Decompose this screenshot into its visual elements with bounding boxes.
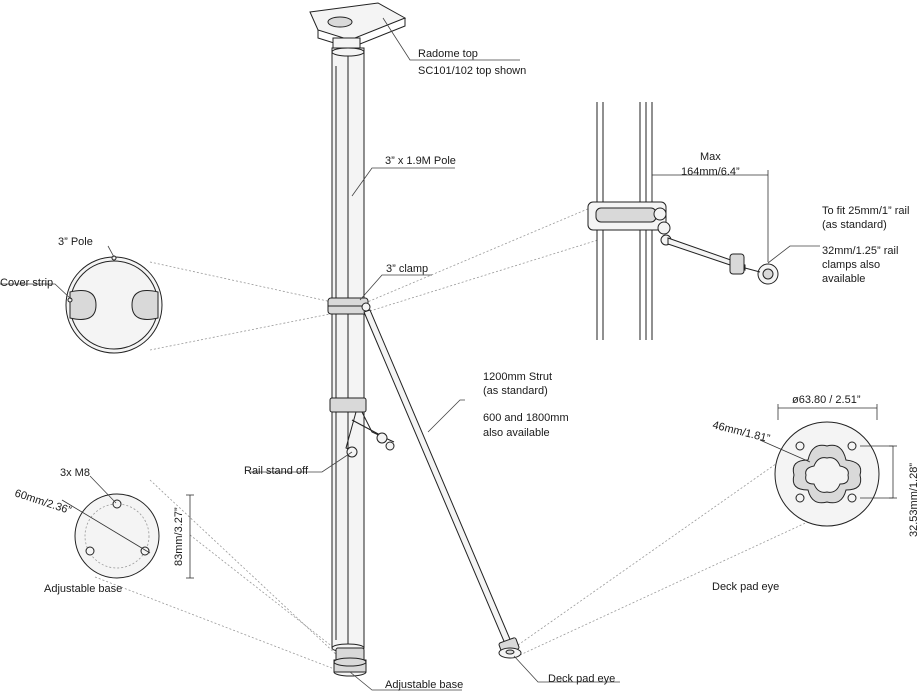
label-pad-height: 32.53mm/1.28”	[908, 463, 920, 537]
label-rail-fit-1: To fit 25mm/1” rail	[822, 205, 909, 217]
adjustable-base-pole	[333, 647, 367, 677]
deck-pad-eye-detail	[774, 421, 880, 527]
label-m8: 3x M8	[60, 467, 90, 479]
label-adjustable-base-detail: Adjustable base	[44, 583, 122, 595]
labels: Radome top SC101/102 top shown 3” x 1.9M…	[0, 48, 920, 691]
label-max-value: 164mm/6.4”	[681, 166, 740, 178]
label-rail-alt-3: available	[822, 273, 865, 285]
label-strut-alt-1: 600 and 1800mm	[483, 412, 569, 424]
label-deck-pad-eye-detail: Deck pad eye	[712, 581, 779, 593]
label-radome-top: Radome top	[418, 48, 478, 60]
rail-stand-off	[329, 397, 395, 458]
deck-pad-eye-small	[498, 647, 522, 659]
label-rail-stand-off: Rail stand off	[244, 465, 309, 477]
strut	[363, 309, 520, 655]
label-adjustable-base-bottom: Adjustable base	[385, 679, 463, 691]
label-pole: 3” x 1.9M Pole	[385, 155, 456, 167]
main-pole	[331, 47, 365, 653]
adjustable-base-detail	[74, 493, 160, 579]
pole-cross-section	[65, 255, 163, 354]
label-cover-strip: Cover strip	[0, 277, 53, 289]
radome-top	[309, 2, 407, 53]
label-deck-pad-eye-bottom: Deck pad eye	[548, 673, 615, 685]
label-base-height: 83mm/3.27”	[173, 507, 185, 566]
label-radome-top-note: SC101/102 top shown	[418, 65, 526, 77]
label-clamp: 3” clamp	[386, 263, 428, 275]
label-pad-diagonal: 46mm/1.81”	[711, 419, 771, 445]
label-rail-alt-2: clamps also	[822, 259, 880, 271]
rail-clamp-detail	[587, 102, 779, 340]
label-pad-width: ø63.80 / 2.51”	[792, 394, 861, 406]
dimension-lines	[61, 170, 897, 579]
label-rail-alt-1: 32mm/1.25” rail	[822, 245, 898, 257]
label-rail-fit-2: (as standard)	[822, 219, 887, 231]
projection-lines	[94, 207, 813, 671]
leader-lines	[0, 17, 820, 691]
label-strut-2: (as standard)	[483, 385, 548, 397]
label-max: Max	[700, 151, 721, 163]
label-three-inch-pole: 3” Pole	[58, 236, 93, 248]
label-base-diameter: 60mm/2.36”	[13, 487, 73, 517]
label-strut-alt-2: also available	[483, 427, 550, 439]
label-strut-1: 1200mm Strut	[483, 371, 552, 383]
pole-clamp	[327, 297, 371, 315]
